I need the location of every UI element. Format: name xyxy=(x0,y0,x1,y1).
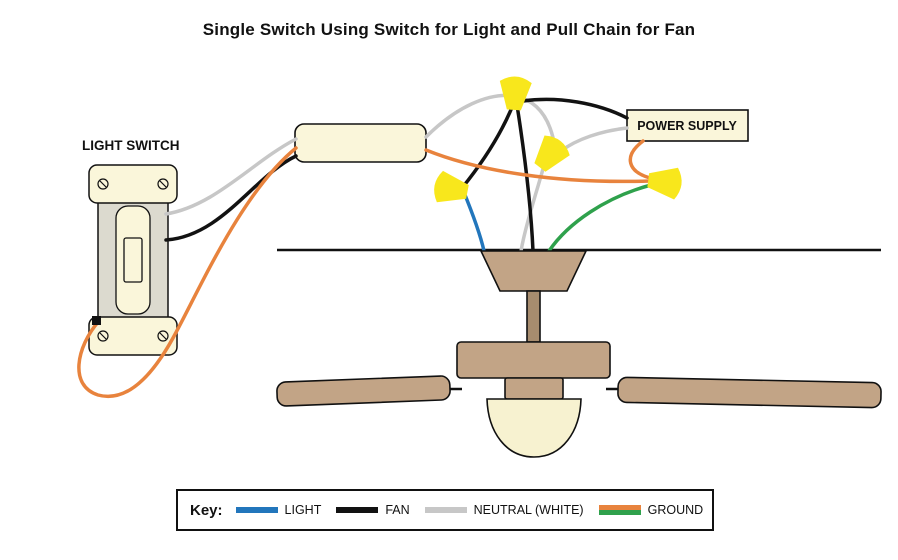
light-wire-swatch xyxy=(235,507,278,513)
fan-wire-switch-to-box xyxy=(164,154,298,242)
wire-nut-middle xyxy=(534,135,570,172)
legend-item-fan: FAN xyxy=(336,503,410,517)
power-supply-box: POWER SUPPLY xyxy=(626,109,749,142)
legend-item-light: LIGHT xyxy=(235,503,322,517)
legend-label-ground: GROUND xyxy=(647,503,704,517)
light-switch: LIGHT SWITCH xyxy=(82,138,180,356)
legend-label-neutral: NEUTRAL (WHITE) xyxy=(473,503,584,517)
fan-blade-left xyxy=(276,375,451,407)
switch-screws xyxy=(97,178,169,342)
fan-wire-connector-to-light-connector xyxy=(460,103,515,190)
ceiling-fan xyxy=(276,250,882,458)
ground-wire-connector-to-fan xyxy=(547,183,653,253)
neutral-wire-box-to-connector xyxy=(424,93,557,150)
ground-wire-switch-to-box xyxy=(77,146,298,399)
legend-label-light: LIGHT xyxy=(284,503,322,517)
fan-canopy xyxy=(479,250,588,292)
ground-wire-swatch xyxy=(598,505,641,515)
fan-light-bowl xyxy=(486,398,582,458)
power-supply-label: POWER SUPPLY xyxy=(637,119,737,133)
wire-nut-right xyxy=(647,167,682,200)
legend-item-neutral: NEUTRAL (WHITE) xyxy=(424,503,584,517)
ground-wire-swatch-green xyxy=(598,510,641,515)
fan-blade-right xyxy=(617,376,882,409)
legend-label-fan: FAN xyxy=(385,503,410,517)
fan-downrod xyxy=(526,290,541,343)
wire-connectors xyxy=(434,76,682,203)
ground-wire-swatch-orange xyxy=(598,505,641,510)
ground-wire-power-to-connector xyxy=(628,139,652,180)
wire-nut-left xyxy=(434,170,469,203)
neutral-wire-swatch xyxy=(424,507,467,513)
switch-top-plate xyxy=(88,164,178,204)
legend: Key: LIGHT FAN NEUTRAL (WHITE) GROUND xyxy=(176,489,714,531)
wire-nut-top xyxy=(499,76,532,111)
ground-screw xyxy=(92,316,101,325)
fan-motor-housing xyxy=(456,341,611,379)
fan-switch-housing xyxy=(504,377,564,400)
legend-title: Key: xyxy=(190,501,223,519)
switch-toggle xyxy=(123,237,143,283)
page-title: Single Switch Using Switch for Light and… xyxy=(202,20,696,39)
neutral-wire-power-to-connector xyxy=(559,126,629,153)
ground-wire-box-to-connector xyxy=(424,148,652,184)
legend-item-ground: GROUND xyxy=(598,503,704,517)
junction-box xyxy=(294,123,427,163)
fan-wire-power-to-connector xyxy=(521,97,629,120)
neutral-wire-switch-to-box xyxy=(164,137,298,216)
fan-wire-swatch xyxy=(336,507,379,513)
fan-wire-connector-to-fan xyxy=(515,103,535,253)
light-wire-connector-to-fan xyxy=(461,188,486,253)
light-switch-label: LIGHT SWITCH xyxy=(82,138,180,153)
